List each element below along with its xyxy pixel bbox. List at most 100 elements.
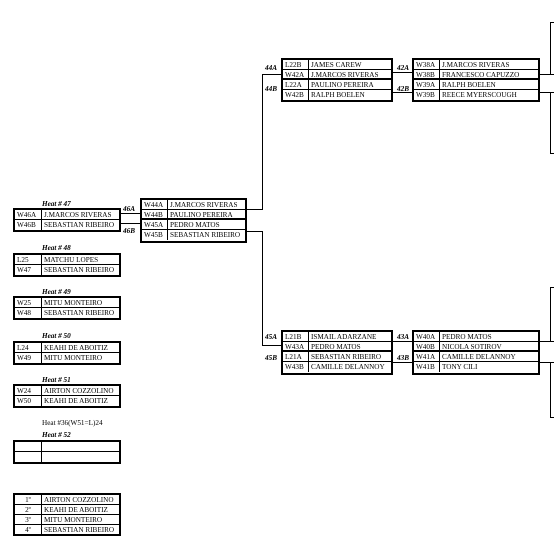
connector-line <box>550 417 554 418</box>
rider-name: FRANCESCO CAPUZZO <box>442 71 520 78</box>
connector-line <box>262 74 281 75</box>
seed-code: W43B <box>283 362 309 372</box>
seed-code <box>15 442 42 451</box>
rider-name: PAULINO PEREIRA <box>311 81 374 89</box>
rider-name: CAMILLE DELANNOY <box>442 353 516 361</box>
heat-46b-label: 46B <box>123 227 135 235</box>
rider-name: SEBASTIAN RIBEIRO <box>44 221 115 229</box>
table-row <box>15 442 119 452</box>
rider-name: PEDRO MATOS <box>311 343 361 350</box>
heat-52-note: Heat #36(W51=L)24 <box>42 419 103 427</box>
rider-name: J.MARCOS RIVERAS <box>311 71 379 78</box>
rider-name: SEBASTIAN RIBEIRO <box>44 266 115 274</box>
heat-49-title: Heat # 49 <box>42 288 71 296</box>
connector-line <box>550 153 554 154</box>
seed-code: W38A <box>414 60 440 69</box>
connector-line <box>550 22 554 23</box>
rider-name: JAMES CAREW <box>311 61 362 69</box>
rider-name: NICOLA SOTIROV <box>442 343 502 350</box>
seed-code <box>15 452 42 462</box>
seed-code: W44B <box>142 210 168 218</box>
rider-name: J.MARCOS RIVERAS <box>170 201 238 209</box>
rider-name: J.MARCOS RIVERAS <box>442 61 510 69</box>
rider-name: PAULINO PEREIRA <box>170 211 233 218</box>
heat-50-title: Heat # 50 <box>42 332 71 340</box>
connector-line <box>262 231 263 346</box>
seed-code: L21B <box>283 332 309 341</box>
connector-line <box>540 92 554 93</box>
place-number: 3º <box>15 515 42 524</box>
rider-name: SEBASTIAN RIBEIRO <box>44 526 115 534</box>
connector-line <box>247 209 262 210</box>
seed-code: W25 <box>15 298 42 307</box>
connector-line <box>540 74 554 75</box>
seed-code: W42A <box>283 70 309 78</box>
rider-name: AIRTON COZZOLINO <box>44 387 114 395</box>
connector-line <box>393 362 412 363</box>
connector-line <box>247 231 262 232</box>
rider-name: PEDRO MATOS <box>170 221 220 229</box>
connector-line <box>550 362 551 417</box>
seed-code: L24 <box>15 343 42 352</box>
seed-code: L21A <box>283 352 309 361</box>
rider-name: MATCHU LOPES <box>44 256 99 264</box>
rider-name: TONY CILI <box>442 363 478 371</box>
heat-47-title: Heat # 47 <box>42 200 71 208</box>
connector-line <box>393 341 412 342</box>
connector-line <box>121 213 140 214</box>
rider-name: AIRTON COZZOLINO <box>44 496 114 504</box>
seed-code: W39A <box>414 80 440 89</box>
seed-code: W46A <box>15 210 42 219</box>
rider-name: CAMILLE DELANNOY <box>311 363 385 371</box>
place-number: 4º <box>15 525 42 535</box>
seed-code: W40B <box>414 342 440 350</box>
rider-name <box>42 442 119 451</box>
rider-name: RALPH BOELEN <box>311 91 365 99</box>
heat-45b-label: 45B <box>265 354 277 362</box>
heat-46a-label: 46A <box>123 205 135 213</box>
heat-45a-label: 45A <box>265 333 277 341</box>
rider-name: MITU MONTEIRO <box>44 354 103 362</box>
table-row <box>15 452 119 462</box>
rider-name: ISMAIL ADARZANE <box>311 333 377 341</box>
seed-code: W48 <box>15 308 42 318</box>
connector-line <box>540 341 554 342</box>
connector-line <box>262 74 263 210</box>
seed-code: W45A <box>142 220 168 229</box>
rider-name: J.MARCOS RIVERAS <box>44 211 112 219</box>
seed-code: W44A <box>142 200 168 209</box>
connector-line <box>262 345 281 346</box>
seed-code: W40A <box>414 332 440 341</box>
seed-code: W47 <box>15 265 42 275</box>
rider-name: SEBASTIAN RIBEIRO <box>311 353 382 361</box>
heat-51-title: Heat # 51 <box>42 376 71 384</box>
rider-name: REECE MYERSCOUGH <box>442 91 517 99</box>
heat-43a-label: 43A <box>397 333 409 341</box>
connector-line <box>393 92 412 93</box>
rider-name: KEAHI DE ABOITIZ <box>44 344 108 352</box>
